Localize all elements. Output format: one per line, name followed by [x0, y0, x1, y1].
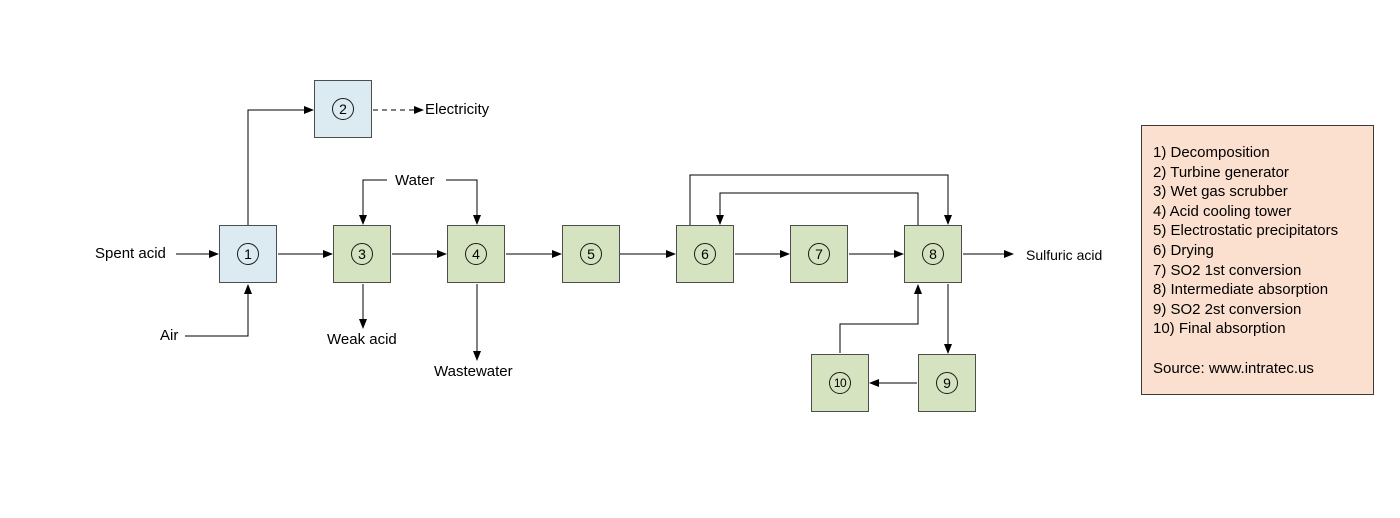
unit-1-number: 1	[237, 243, 259, 265]
label-sulfuric-acid: Sulfuric acid	[1026, 247, 1103, 263]
unit-4-box: 4	[447, 225, 505, 283]
unit-8-box: 8	[904, 225, 962, 283]
unit-5-box: 5	[562, 225, 620, 283]
unit-1-box: 1	[219, 225, 277, 283]
legend-item-6: 6) Drying	[1153, 241, 1214, 259]
unit-7-box: 7	[790, 225, 848, 283]
unit-6-number: 6	[694, 243, 716, 265]
label-weak-acid: Weak acid	[327, 331, 397, 348]
stream-water-to-4	[446, 179, 481, 225]
stream-10-to-8	[839, 284, 922, 353]
unit-6-box: 6	[676, 225, 734, 283]
legend-item-1: 1) Decomposition	[1153, 144, 1270, 161]
unit-9-box: 9	[918, 354, 976, 412]
unit-4-number: 4	[465, 243, 487, 265]
legend-item-3: 3) Wet gas scrubber	[1153, 183, 1288, 201]
unit-5-number: 5	[580, 243, 602, 265]
unit-10-box: 10	[811, 354, 869, 412]
label-electricity: Electricity	[425, 101, 490, 118]
stream-6-to-8	[689, 174, 952, 225]
legend-item-8: 8) Intermediate absorption	[1153, 281, 1329, 299]
label-air: Air	[160, 327, 179, 344]
unit-8-number: 8	[922, 243, 944, 265]
unit-10-number: 10	[829, 372, 851, 394]
legend-source: Source: www.intratec.us	[1153, 359, 1314, 377]
legend-item-5: 5) Electrostatic precipitators	[1153, 222, 1339, 240]
unit-3-box: 3	[333, 225, 391, 283]
legend-item-10: 10) Final absorption	[1153, 320, 1286, 338]
legend-item-7: 7) SO2 1st conversion	[1153, 261, 1302, 279]
stream-8-to-6	[716, 192, 919, 225]
stream-water-to-3	[359, 179, 387, 225]
unit-3-number: 3	[351, 243, 373, 265]
label-water: Water	[395, 172, 435, 189]
label-spent-acid: Spent acid	[95, 245, 166, 262]
unit-2-box: 2	[314, 80, 372, 138]
unit-7-number: 7	[808, 243, 830, 265]
unit-9-number: 9	[936, 372, 958, 394]
legend-item-9: 9) SO2 2st conversion	[1153, 300, 1302, 318]
stream-1-to-2	[247, 106, 314, 225]
legend-item-4: 4) Acid cooling tower	[1153, 202, 1292, 220]
label-wastewater: Wastewater	[434, 363, 513, 380]
legend-box: 1) Decomposition 2) Turbine generator 3)…	[1141, 125, 1374, 395]
unit-2-number: 2	[332, 98, 354, 120]
legend-item-2: 2) Turbine generator	[1153, 163, 1289, 181]
stream-air	[185, 284, 252, 337]
